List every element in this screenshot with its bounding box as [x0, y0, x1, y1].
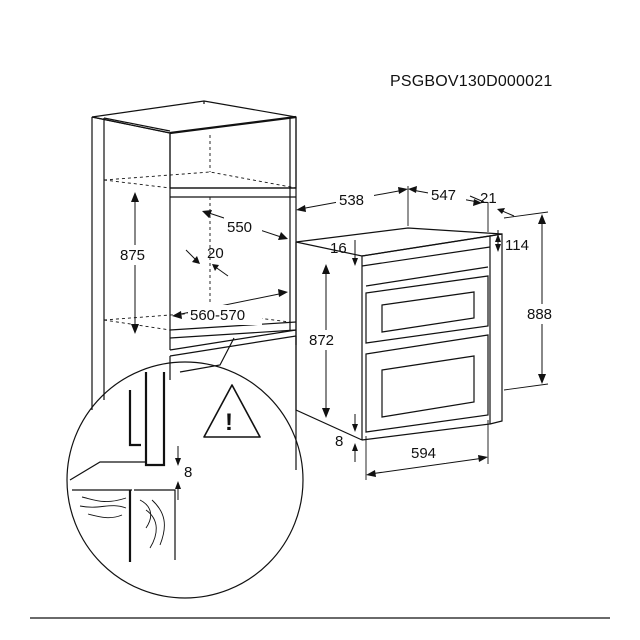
- vent-gap-label: 8: [184, 464, 192, 481]
- dim-oven-bottom-gap: 8: [335, 414, 358, 462]
- niche-depth-label: 550: [227, 219, 252, 236]
- dim-oven-depth-outer: 538: [295, 186, 409, 238]
- niche-height-label: 875: [120, 247, 145, 264]
- oven-bottom-gap-label: 8: [335, 433, 343, 450]
- drawing-code: PSGBOV130D000021: [390, 73, 552, 90]
- dim-oven-depth-body: 547: [408, 185, 482, 206]
- control-panel-height-label: 114: [505, 237, 529, 254]
- dim-niche-height: 875: [117, 192, 155, 334]
- oven: [295, 227, 503, 441]
- dim-control-panel-height: 114: [495, 230, 529, 254]
- oven-width-label: 594: [411, 445, 436, 462]
- oven-depth-body-label: 547: [431, 187, 456, 204]
- oven-door-depth-label: 21: [480, 190, 497, 207]
- oven-depth-outer-label: 538: [339, 192, 364, 209]
- cabinet: [91, 100, 297, 470]
- oven-total-height-label: 888: [527, 306, 552, 323]
- control-panel-offset-label: 16: [330, 240, 347, 257]
- dim-oven-door-depth: 21: [469, 190, 515, 232]
- dim-oven-body-height: 872: [306, 264, 344, 418]
- niche-front-gap-label: 20: [207, 245, 224, 262]
- detail-leader: [179, 337, 235, 373]
- dim-oven-total-height: 888: [503, 211, 562, 391]
- niche-width-label: 560-570: [190, 307, 245, 324]
- dim-control-panel-offset: 16: [330, 240, 358, 266]
- dim-niche-depth: 550: [202, 210, 288, 240]
- warning-icon: !: [203, 384, 261, 438]
- oven-body-height-label: 872: [309, 332, 334, 349]
- detail-callout: 8: [66, 361, 304, 599]
- dim-oven-width: 594: [365, 420, 489, 480]
- dim-niche-width: 560-570: [172, 289, 288, 325]
- dim-niche-front-gap: 20: [185, 245, 229, 277]
- warning-symbol: !: [225, 409, 233, 436]
